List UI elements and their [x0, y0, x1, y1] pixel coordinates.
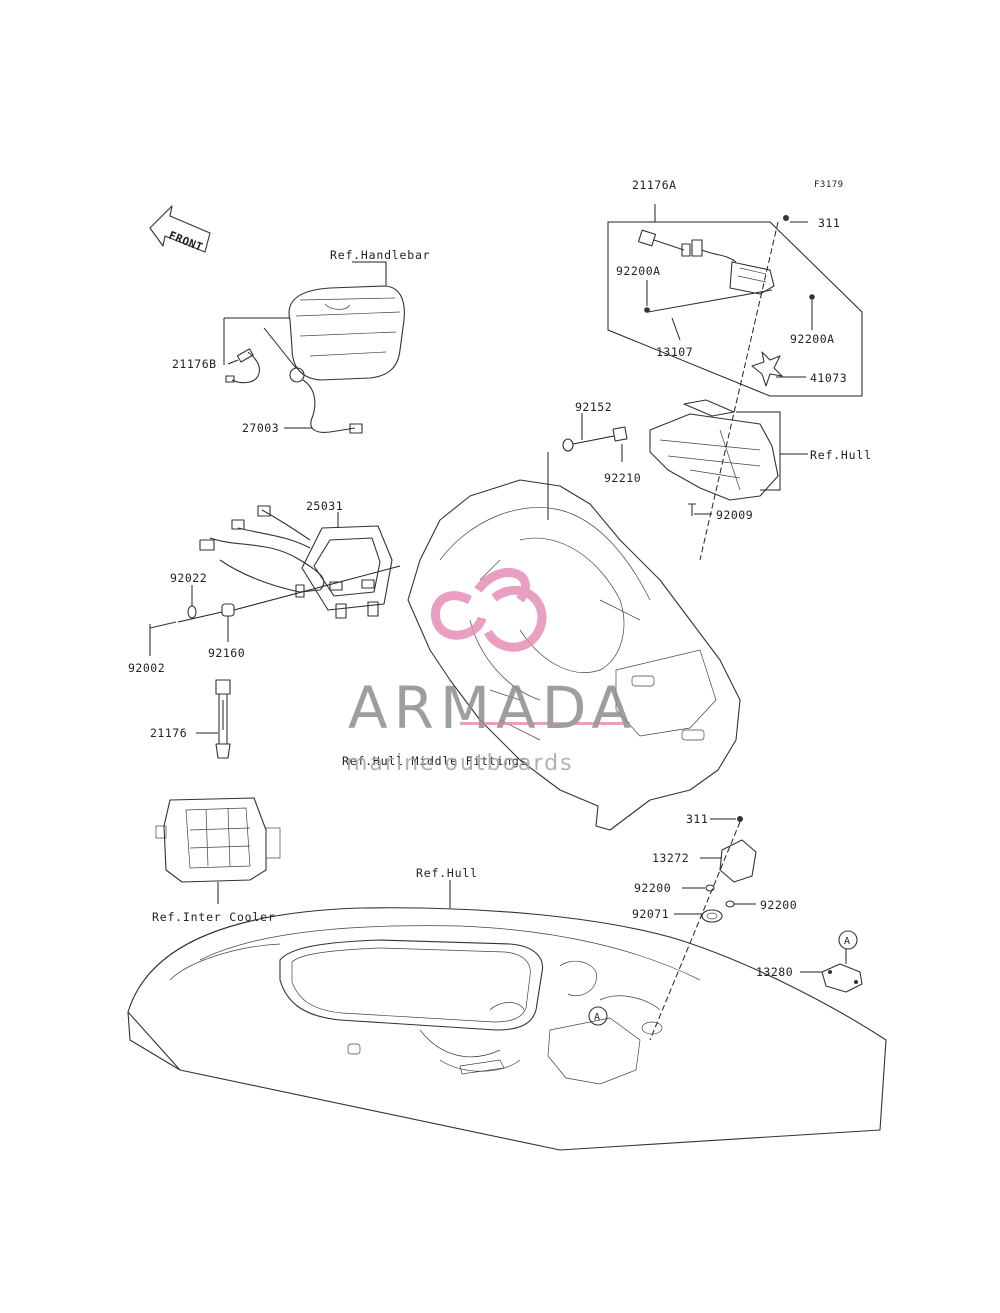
leader-21176b [227, 359, 239, 365]
grommet-92071 [674, 909, 723, 923]
sensor-21176 [196, 679, 231, 759]
ref-handlebar: Ref.Handlebar [330, 248, 430, 262]
callout-311-top: 311 [818, 216, 840, 230]
switch-21176b [225, 348, 261, 384]
screw-92002 [149, 621, 177, 656]
callout-92200a-right: 92200A [790, 332, 835, 346]
leader-handlebar [223, 317, 297, 369]
callout-13107: 13107 [656, 345, 693, 359]
washer-92152 [562, 413, 615, 452]
handlebar-cover [288, 285, 405, 381]
tie-13107 [647, 289, 773, 341]
callout-13272: 13272 [652, 851, 689, 865]
front-arrow-icon: FRONT [149, 205, 211, 254]
ref-hull-bottom: Ref.Hull [416, 866, 478, 880]
washer-92022 [187, 585, 197, 619]
callout-13280: 13280 [756, 965, 793, 979]
callout-41073: 41073 [810, 371, 847, 385]
hull-bracket [649, 399, 779, 501]
callout-92200a-left: 92200A [616, 264, 661, 278]
cover-13280 [800, 948, 863, 993]
circle-a-hull-label: A [594, 1012, 601, 1023]
leader-ref-handlebar [352, 261, 387, 286]
axis-line-top [699, 221, 779, 561]
washer-92200-left [682, 884, 715, 892]
watermark-logo-icon [431, 568, 547, 652]
sensor-21176a [637, 229, 775, 295]
circle-a-right [838, 930, 858, 950]
callout-311-bottom: 311 [686, 812, 708, 826]
switch-27003 [289, 367, 363, 434]
callout-92200-right: 92200 [760, 898, 797, 912]
callout-92210: 92210 [604, 471, 641, 485]
callout-21176a: 21176A [632, 178, 677, 192]
ref-hull-top: Ref.Hull [810, 448, 872, 462]
nut-92210 [612, 426, 628, 462]
ref-hull-middle-fittings: Ref.Hull Middle Fittings [342, 754, 527, 768]
callout-92022: 92022 [170, 571, 207, 585]
console-hull-middle [407, 479, 741, 831]
plate-13272 [700, 839, 757, 883]
ref-inter-cooler: Ref.Inter Cooler [152, 910, 276, 924]
circle-a-right-label: A [844, 936, 851, 947]
hull-deck [127, 907, 887, 1151]
watermark-brand: ARMADA [348, 674, 637, 742]
screw-92009 [688, 503, 712, 516]
inter-cooler [155, 797, 281, 883]
axis-line-meter [177, 565, 401, 623]
washer-92200a-left [644, 280, 650, 313]
callout-27003: 27003 [242, 421, 279, 435]
callout-92071: 92071 [632, 907, 669, 921]
callout-21176: 21176 [150, 726, 187, 740]
washer-92200a-right [809, 294, 815, 330]
watermark-bar [460, 722, 630, 725]
callout-92200-left: 92200 [634, 881, 671, 895]
screw-311-top [783, 215, 808, 223]
washer-92200-right [725, 900, 756, 908]
meter-25031 [301, 525, 393, 619]
callout-92009: 92009 [716, 508, 753, 522]
figure-code: F3179 [814, 180, 844, 190]
clip-41073 [751, 351, 806, 387]
grommet-92160 [221, 603, 235, 642]
callout-92160: 92160 [208, 646, 245, 660]
callout-25031: 25031 [306, 499, 343, 513]
callout-92152: 92152 [575, 400, 612, 414]
circle-a-hull [588, 1006, 608, 1026]
watermark: ARMADA marine outboards [346, 568, 637, 776]
callout-92002: 92002 [128, 661, 165, 675]
leader-ref-hull-top [736, 411, 808, 491]
screw-311-bottom [710, 816, 743, 822]
watermark-tagline: marine outboards [346, 751, 574, 776]
axis-line-bottom [649, 821, 741, 1041]
kit-frame-21176a [607, 221, 863, 397]
callout-21176b: 21176B [172, 357, 217, 371]
harness-25031 [199, 505, 325, 598]
front-label: FRONT [167, 229, 205, 254]
